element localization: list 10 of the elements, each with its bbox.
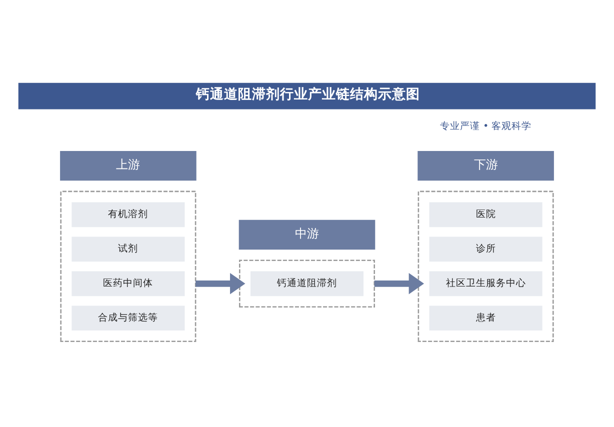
arrow xyxy=(196,273,246,294)
cluster xyxy=(418,190,554,342)
node-box: 上游 xyxy=(60,150,196,181)
diagram-title: 钙通道阻滞剂行业产业链结构示意图 xyxy=(196,86,420,103)
cluster xyxy=(239,260,375,308)
arrow xyxy=(374,273,424,294)
cluster xyxy=(60,190,196,342)
node-box: 中游 xyxy=(238,220,376,250)
node-box: 下游 xyxy=(418,150,554,181)
label: 专业严谨 • 客观科学 xyxy=(440,120,532,132)
